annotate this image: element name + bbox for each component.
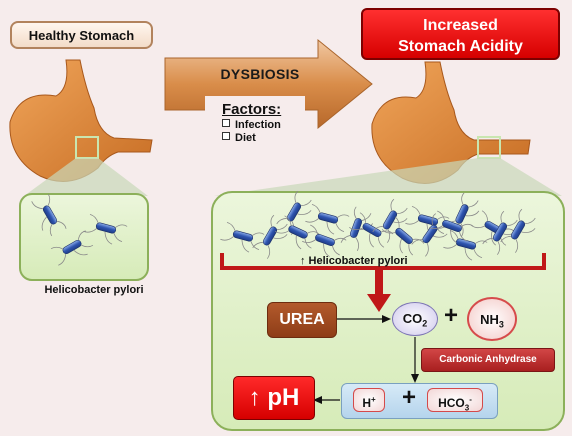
hp-left-label: Helicobacter pylori [44, 284, 144, 296]
plus-sign: + [402, 384, 417, 411]
increased-acidity-line1: Increased [423, 17, 498, 34]
bracket-arrowhead [367, 294, 391, 312]
bacteria-panel-left [19, 193, 149, 281]
healthy-stomach-label: Healthy Stomach [10, 21, 153, 49]
plus-sign: + [444, 302, 459, 329]
bracket-stem [375, 268, 383, 296]
to-ph-head [313, 396, 322, 404]
nh3-node: NH3 [467, 297, 517, 341]
factor-item: Infection [222, 119, 281, 131]
dysbiosis-label: DYSBIOSIS [220, 66, 300, 82]
checkbox-icon [222, 132, 230, 140]
urea-box: UREA [267, 302, 337, 338]
zoom-wedge-right [214, 158, 562, 196]
factors-heading: Factors: [222, 101, 282, 118]
factors-list: Factors: Infection Diet [222, 101, 281, 144]
increased-acidity-line2: Stomach Acidity [398, 38, 523, 55]
checkbox-icon [222, 119, 230, 127]
zoom-wedge-left [24, 158, 148, 196]
hydrogen-ion-node: H+ [353, 388, 385, 412]
ph-increase-box: ↑ pH [233, 376, 315, 420]
hp-increase-label: ↑ Helicobacter pylori [300, 255, 408, 267]
increased-acidity-label: Increased Stomach Acidity [361, 8, 560, 60]
co2-node: CO2 [392, 302, 438, 336]
carbonic-anhydrase-label: Carbonic Anhydrase [421, 348, 555, 372]
urea-to-co2-head [382, 315, 391, 323]
bicarbonate-node: HCO3- [427, 388, 483, 412]
factors-backdrop [205, 96, 305, 162]
factor-item: Diet [222, 132, 281, 144]
co2-down-head [411, 374, 419, 383]
